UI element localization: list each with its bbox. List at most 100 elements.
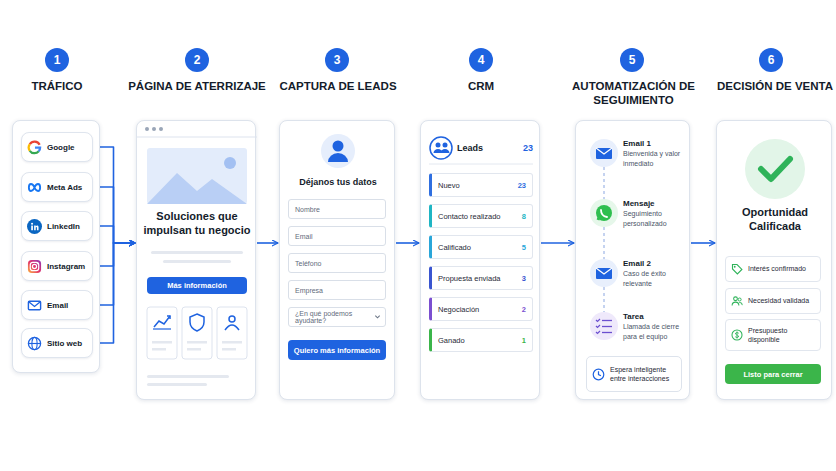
node-text: CAPTURA DE LEADS <box>265 79 411 93</box>
flow-arrow <box>691 242 715 244</box>
source-pill: Sitio web <box>21 328 93 358</box>
node-text: TRÁFICO <box>0 79 116 93</box>
node-text: 23 <box>518 181 526 190</box>
pipeline-row: Propuesta enviada3 <box>429 266 533 290</box>
source-pill: Meta Ads <box>21 172 93 202</box>
node-text: Email <box>295 233 313 240</box>
criteria-box: Interés confirmado <box>725 256 821 282</box>
tag-icon <box>731 263 743 275</box>
instagram-icon <box>27 259 42 274</box>
form-field: Email <box>288 226 386 246</box>
node-text: Nombre <box>295 206 320 213</box>
node-text: Email 1 <box>623 138 689 149</box>
sequence-step: TareaLlamada de cierre para el equipo <box>623 309 689 343</box>
source-pill: Email <box>21 290 93 320</box>
criteria-box: Presupuesto disponible <box>725 319 821 351</box>
node-text: Google <box>47 143 75 152</box>
node-text: 3 <box>334 53 341 67</box>
node-text: 6 <box>768 53 775 67</box>
node-text: Email <box>47 301 68 310</box>
node-text: Soluciones que impulsan tu negocio <box>143 209 251 237</box>
step-number: 2 <box>185 48 209 72</box>
users-icon <box>731 295 743 307</box>
node-text: Necesidad validada <box>748 296 809 306</box>
landing-illustration <box>137 121 257 401</box>
form-field: Nombre <box>288 199 386 219</box>
stage-card: AUTOMATIZACIÓN DE SEGUIMIENTOEmail 1Bien… <box>575 120 690 400</box>
meta-icon <box>27 180 42 195</box>
node-text: 5 <box>522 243 526 252</box>
node-text: Tarea <box>623 311 689 322</box>
source-pill: LinkedIn <box>21 211 93 241</box>
node-text: CRM <box>406 79 556 93</box>
node-text: Empresa <box>295 287 323 294</box>
node-text: 4 <box>478 53 485 67</box>
node-text: Caso de éxito relevante <box>623 269 689 288</box>
pipeline-row: Ganado 1 <box>429 328 533 352</box>
step-number: 5 <box>620 48 644 72</box>
node-text: 23 <box>507 141 533 155</box>
email-icon <box>27 298 42 313</box>
node-text: Llamada de cierre para el equipo <box>623 322 689 341</box>
step-number: 3 <box>325 48 349 72</box>
node-text: Espera inteligente entre interacciones <box>610 365 676 384</box>
node-text: Bienvenida y valor inmediato <box>623 149 689 168</box>
stage-card: TRÁFICO Google Meta Ads LinkedIn Instagr… <box>12 120 100 373</box>
node-text: Ganado <box>438 336 465 345</box>
google-icon <box>27 140 42 155</box>
node-text: Meta Ads <box>47 183 82 192</box>
node-text: Teléfono <box>295 260 321 267</box>
sequence-step: Email 2Caso de éxito relevante <box>623 256 689 290</box>
globe-icon <box>27 336 42 351</box>
node-text: Presupuesto disponible <box>748 326 815 345</box>
sequence-step: MensajeSeguimiento personalizado <box>623 196 689 230</box>
node-text: Email 2 <box>623 258 689 269</box>
form-field: Teléfono <box>288 253 386 273</box>
clock-icon <box>592 368 605 381</box>
node-text: Déjanos tus datos <box>284 177 392 187</box>
node-text: Interés confirmado <box>748 264 806 274</box>
node-text: Leads <box>457 141 507 155</box>
form-field: Empresa <box>288 280 386 300</box>
budget-icon <box>731 329 743 341</box>
form-field: ¿En qué podemos ayudarte? <box>288 307 386 327</box>
pipeline-row: Calificado5 <box>429 235 533 259</box>
step-number: 1 <box>45 48 69 72</box>
node-text: Listo para cerrar <box>743 370 802 379</box>
node-text: LinkedIn <box>47 222 80 231</box>
linkedin-icon <box>27 219 42 234</box>
node-text: Más información <box>167 281 227 290</box>
node-text: PÁGINA DE ATERRIZAJE <box>122 79 272 93</box>
source-pill: Instagram <box>21 251 93 281</box>
pipeline-row: Nuevo 23 <box>429 173 533 197</box>
pipeline-row: Negociación2 <box>429 297 533 321</box>
node-text: 5 <box>629 53 636 67</box>
source-pill: Google <box>21 132 93 162</box>
flow-arrow <box>257 242 278 244</box>
node-text: 2 <box>194 53 201 67</box>
node-text: 2 <box>522 305 526 314</box>
node-text: Contacto realizado <box>438 212 501 221</box>
node-text: Sitio web <box>47 339 82 348</box>
wait-box: Espera inteligente entre interacciones <box>586 356 682 392</box>
node-text: Nuevo <box>438 181 460 190</box>
node-text: 3 <box>522 274 526 283</box>
node-text: 8 <box>522 212 526 221</box>
crm-illustration <box>421 121 541 401</box>
step-number: 4 <box>469 48 493 72</box>
criteria-box: Necesidad validada <box>725 288 821 314</box>
sequence-step: Email 1Bienvenida y valor inmediato <box>623 136 689 170</box>
node-text: Instagram <box>47 262 85 271</box>
node-text: 1 <box>54 53 61 67</box>
pipeline-row: Contacto realizado 8 <box>429 204 533 228</box>
cta-button: Más información <box>147 277 247 294</box>
cta-button: Listo para cerrar <box>725 364 821 384</box>
node-text: 1 <box>522 336 526 345</box>
flow-arrow <box>396 242 419 244</box>
chevron-icon <box>374 313 381 321</box>
node-text: Oportunidad Calificada <box>723 205 827 233</box>
node-text: DECISIÓN DE VENTA <box>702 79 836 93</box>
node-text: Mensaje <box>623 198 689 209</box>
stage-card: PÁGINA DE ATERRIZAJESoluciones que impul… <box>136 120 256 400</box>
